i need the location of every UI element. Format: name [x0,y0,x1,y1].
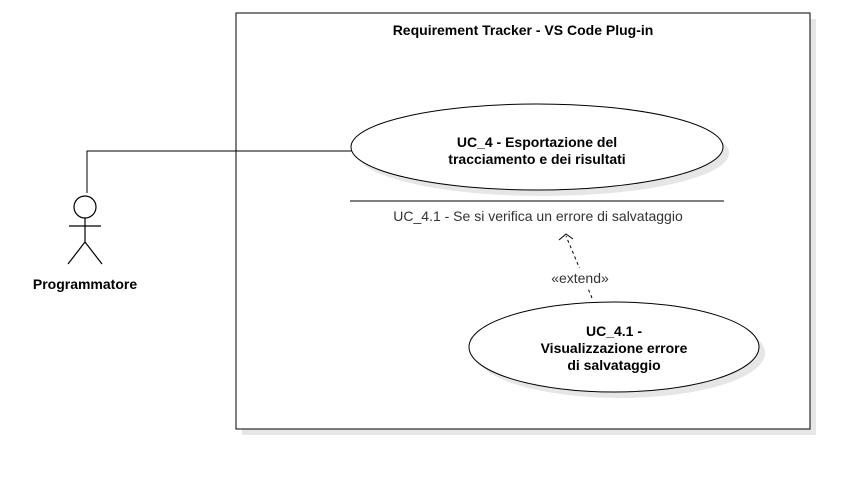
use-case-uc4-line2: tracciamento e dei risultati [448,151,625,167]
use-case-uc4-line1: UC_4 - Esportazione del [457,134,617,150]
extend-label-bg [540,268,618,288]
use-case-uc41-line2: Visualizzazione errore [541,340,688,356]
extend-arrowhead [558,233,574,241]
system-title: Requirement Tracker - VS Code Plug-in [393,22,654,38]
use-case-uc4[interactable] [350,103,724,191]
actor-right-leg [84,241,103,265]
actor-programmatore[interactable] [67,195,103,265]
use-case-uc41-line3: di salvataggio [567,357,660,373]
extension-point-text: UC_4.1 - Se si verifica un errore di sal… [393,208,683,224]
use-case-uc41-line1: UC_4.1 - [586,323,642,339]
actor-label: Programmatore [33,276,137,292]
actor-left-leg [67,241,86,265]
actor-head [73,195,97,219]
extend-dependency-line[interactable] [565,235,593,299]
association-line[interactable] [86,150,352,193]
use-case-uc41[interactable] [468,301,760,393]
extend-label: «extend» [551,270,609,286]
